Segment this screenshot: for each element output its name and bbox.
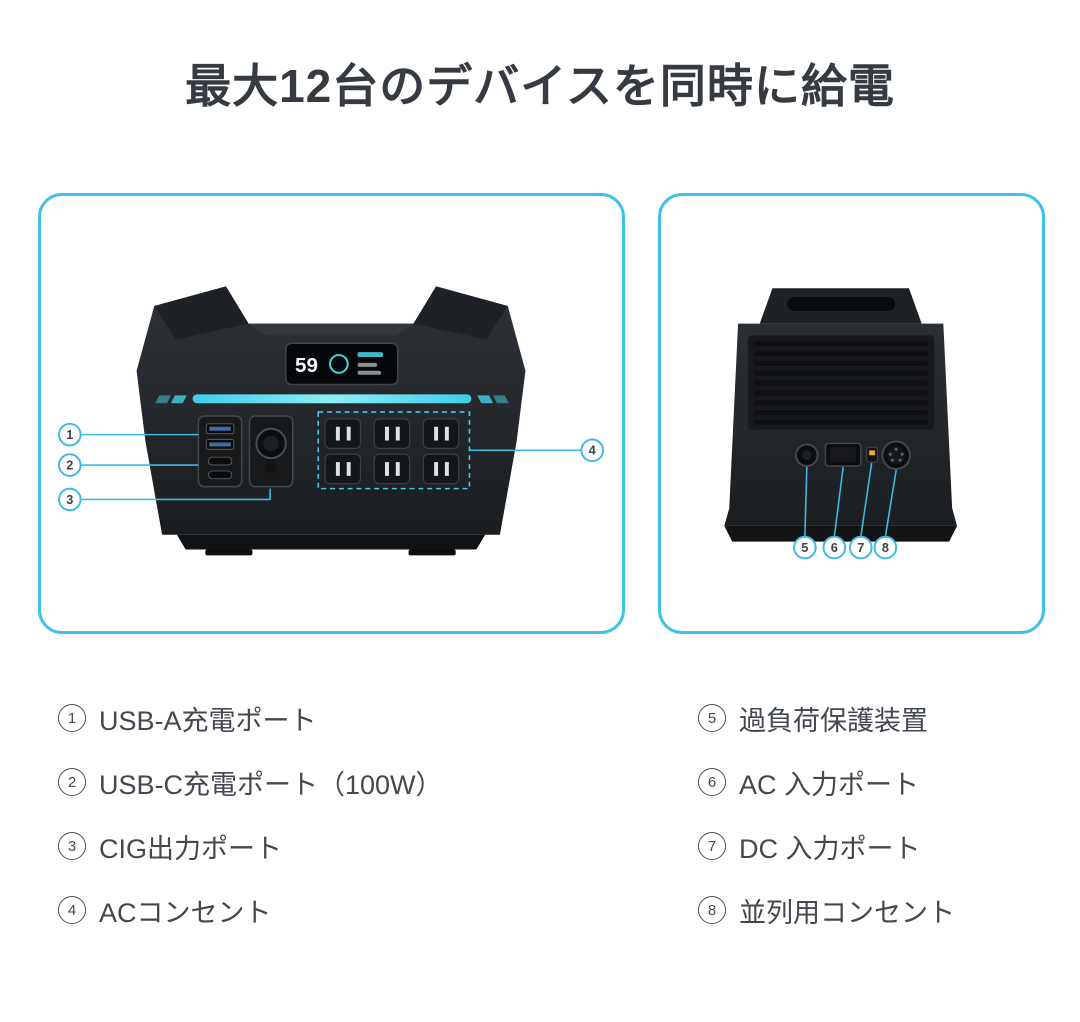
callout-number-8: 8 [882,540,889,555]
output-bar-icon [357,352,384,358]
right-handle [413,286,508,340]
legend-item-usb-a: 1 USB-A充電ポート [58,686,443,750]
front-device-illustration: 59 [58,286,604,556]
front-view-panel: 59 [38,193,625,634]
ac-outlet-icon [422,453,460,485]
circled-number-8: 8 [698,896,726,924]
legend-item-ac-outlet: 4 ACコンセント [58,878,443,942]
legend-label-overload: 過負荷保護装置 [739,705,928,736]
callout-8: 8 [873,469,898,560]
ac-outlet-icon [324,418,362,449]
circled-number-2: 2 [58,768,86,796]
ac-outlets-group [317,411,471,490]
legend-label-ac-outlet: ACコンセント [99,897,272,928]
legend-item-dc-input: 7 DC 入力ポート [698,814,955,878]
callout-number-2: 2 [66,457,73,472]
circled-number-7: 7 [698,832,726,860]
callout-2: 2 [58,453,199,477]
status-display: 59 [285,342,399,386]
rear-device-illustration: 5 6 7 8 [724,288,958,560]
ac-outlet-icon [373,418,411,449]
legend-rear-ports: 5 過負荷保護装置 6 AC 入力ポート 7 DC 入力ポート 8 並列用コンセ… [698,686,955,942]
ac-outlet-icon [422,418,460,449]
circled-number-5: 5 [698,704,726,732]
legend-label-parallel: 並列用コンセント [739,897,955,928]
callout-6: 6 [822,466,847,560]
callout-number-4: 4 [589,443,597,458]
callout-number-1: 1 [66,427,73,442]
page-title: 最大12台のデバイスを同時に給電 [185,60,895,112]
circled-number-6: 6 [698,768,726,796]
rear-view-panel: 5 6 7 8 [658,193,1045,634]
usb-ports-group [197,415,243,488]
charge-gauge-icon [329,354,349,374]
callout-number-6: 6 [831,540,838,555]
right-foot [408,549,456,556]
left-foot [205,549,253,556]
rear-ports-group [795,440,911,470]
led-light-bar [155,394,509,404]
legend-label-ac-input: AC 入力ポート [739,769,920,800]
legend-label-cig: CIG出力ポート [99,833,283,864]
circled-number-4: 4 [58,896,86,924]
callout-number-5: 5 [801,540,808,555]
callout-4: 4 [469,438,604,463]
left-handle [154,286,249,340]
device-base [724,525,958,542]
circled-number-1: 1 [58,704,86,732]
callout-7: 7 [849,462,873,560]
ac-outlet-icon [324,453,362,485]
legend-label-usb-a: USB-A充電ポート [99,705,317,736]
legend-item-usb-c: 2 USB-C充電ポート（100W） [58,750,443,814]
legend-label-usb-c: USB-C充電ポート（100W） [99,769,443,800]
usb-c-port-icon [207,470,233,480]
legend-front-ports: 1 USB-A充電ポート 2 USB-C充電ポート（100W） 3 CIG出力ポ… [58,686,443,942]
ac-outlet-icon [373,453,411,485]
circled-number-3: 3 [58,832,86,860]
legend-label-dc-input: DC 入力ポート [739,833,921,864]
device-base [176,534,486,550]
usb-c-port-icon [207,456,233,466]
callout-1: 1 [58,422,199,447]
callout-number-7: 7 [857,540,864,555]
legend-item-overload: 5 過負荷保護装置 [698,686,955,750]
legend-item-parallel: 8 並列用コンセント [698,878,955,942]
callout-3: 3 [58,487,271,512]
legend-item-ac-input: 6 AC 入力ポート [698,750,955,814]
power-station-rear-body [724,288,958,542]
cig-port-group [248,415,294,488]
battery-percent: 59 [295,354,318,377]
legend-item-cig: 3 CIG出力ポート [58,814,443,878]
callout-5: 5 [793,466,817,560]
callout-number-3: 3 [66,492,73,507]
